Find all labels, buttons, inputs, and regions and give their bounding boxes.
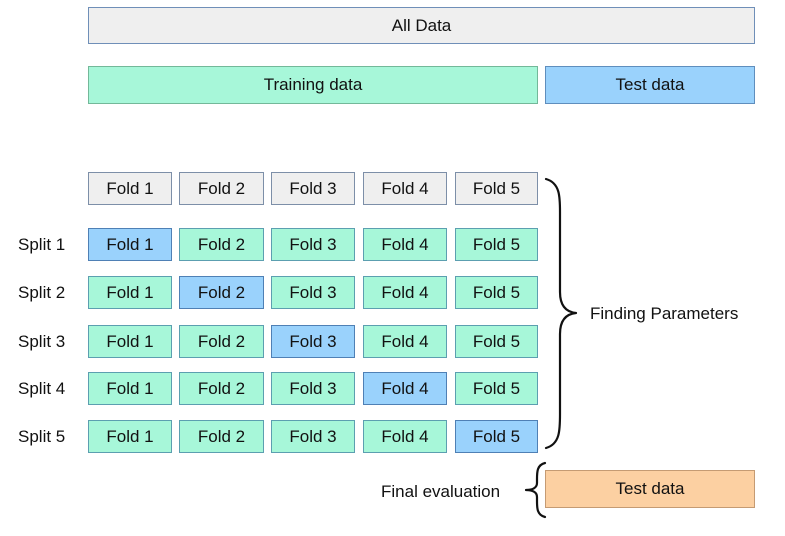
split-3-fold-1-label: Fold 1	[106, 331, 154, 351]
split-3-fold-3-label: Fold 3	[289, 331, 337, 351]
split-1-fold-1-label: Fold 1	[106, 234, 154, 254]
split-4-fold-2-label: Fold 2	[197, 378, 246, 398]
split-5-fold-5: Fold 5	[455, 420, 538, 453]
split-3-fold-1: Fold 1	[88, 325, 172, 358]
split-5-fold-1-label: Fold 1	[106, 426, 154, 446]
split-2-fold-3-label: Fold 3	[289, 282, 337, 302]
final-evaluation-brace	[524, 461, 547, 519]
split-3-fold-4: Fold 4	[363, 325, 447, 358]
all-data-box: All Data	[88, 7, 755, 44]
split-2-fold-4-label: Fold 4	[381, 282, 429, 302]
split-3-fold-5-label: Fold 5	[472, 331, 521, 351]
split-1-fold-5-label: Fold 5	[472, 234, 521, 254]
split-5-fold-2-label: Fold 2	[197, 426, 246, 446]
split-1-fold-2-label: Fold 2	[197, 234, 246, 254]
split-2-fold-4: Fold 4	[363, 276, 447, 309]
fold-header-2: Fold 2	[179, 172, 264, 205]
fold-header-1: Fold 1	[88, 172, 172, 205]
split-2-fold-2-label: Fold 2	[197, 282, 246, 302]
final-test-data-box: Test data	[545, 470, 755, 508]
split-4-fold-1: Fold 1	[88, 372, 172, 405]
fold-header-3: Fold 3	[271, 172, 355, 205]
split-3-fold-3: Fold 3	[271, 325, 355, 358]
split-3-fold-2: Fold 2	[179, 325, 264, 358]
split-4-fold-5-label: Fold 5	[472, 378, 521, 398]
split-3-label: Split 3	[18, 332, 66, 351]
split-4-fold-2: Fold 2	[179, 372, 264, 405]
split-4-fold-3-label: Fold 3	[289, 378, 337, 398]
split-1-fold-2: Fold 2	[179, 228, 264, 261]
split-1-fold-4: Fold 4	[363, 228, 447, 261]
split-2-fold-3: Fold 3	[271, 276, 355, 309]
finding-parameters-label: Finding Parameters	[590, 304, 739, 323]
training-data-label: Training data	[263, 75, 363, 94]
split-3-fold-4-label: Fold 4	[381, 331, 429, 351]
split-5-fold-3: Fold 3	[271, 420, 355, 453]
test-data-label: Test data	[615, 75, 685, 94]
split-1-fold-1: Fold 1	[88, 228, 172, 261]
split-5-label: Split 5	[18, 427, 66, 446]
split-5-fold-5-label: Fold 5	[472, 426, 521, 446]
all-data-label: All Data	[391, 15, 452, 35]
fold-header-4-label: Fold 4	[381, 178, 429, 198]
split-5-fold-1: Fold 1	[88, 420, 172, 453]
split-4-fold-1-label: Fold 1	[106, 378, 154, 398]
split-2-fold-1: Fold 1	[88, 276, 172, 309]
split-1-fold-4-label: Fold 4	[381, 234, 429, 254]
fold-header-4: Fold 4	[363, 172, 447, 205]
split-4-fold-4: Fold 4	[363, 372, 447, 405]
split-2-fold-5-label: Fold 5	[472, 282, 521, 302]
training-data-box: Training data	[88, 66, 538, 104]
split-4-fold-4-label: Fold 4	[381, 378, 429, 398]
split-3-fold-5: Fold 5	[455, 325, 538, 358]
finding-parameters-brace	[544, 177, 578, 450]
split-2-fold-2: Fold 2	[179, 276, 264, 309]
split-5-fold-4-label: Fold 4	[381, 426, 429, 446]
fold-header-3-label: Fold 3	[289, 178, 337, 198]
final-test-data-label: Test data	[615, 479, 685, 498]
split-5-fold-3-label: Fold 3	[289, 426, 337, 446]
split-2-fold-5: Fold 5	[455, 276, 538, 309]
split-4-fold-5: Fold 5	[455, 372, 538, 405]
split-1-fold-5: Fold 5	[455, 228, 538, 261]
final-evaluation-label: Final evaluation	[381, 482, 501, 501]
fold-header-5-label: Fold 5	[472, 178, 521, 198]
split-2-fold-1-label: Fold 1	[106, 282, 154, 302]
fold-header-1-label: Fold 1	[106, 178, 154, 198]
split-1-fold-3: Fold 3	[271, 228, 355, 261]
split-5-fold-4: Fold 4	[363, 420, 447, 453]
fold-header-5: Fold 5	[455, 172, 538, 205]
split-3-fold-2-label: Fold 2	[197, 331, 246, 351]
split-4-fold-3: Fold 3	[271, 372, 355, 405]
split-5-fold-2: Fold 2	[179, 420, 264, 453]
split-2-label: Split 2	[18, 283, 66, 302]
test-data-box: Test data	[545, 66, 755, 104]
split-1-fold-3-label: Fold 3	[289, 234, 337, 254]
split-4-label: Split 4	[18, 379, 66, 398]
split-1-label: Split 1	[18, 235, 66, 254]
fold-header-2-label: Fold 2	[197, 178, 246, 198]
